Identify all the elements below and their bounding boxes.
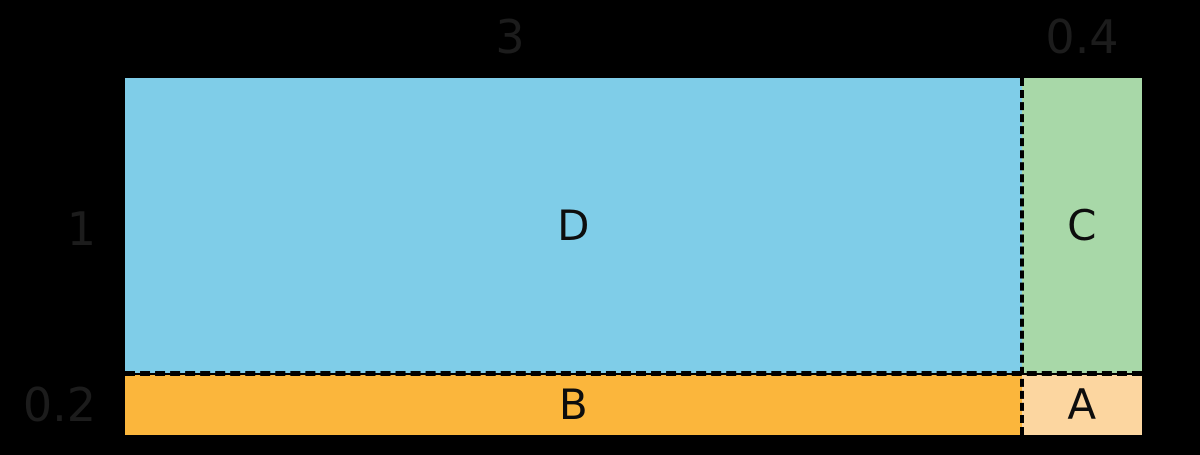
- region-label-A: A: [1067, 380, 1097, 429]
- region-top-right: C: [1022, 78, 1142, 373]
- region-top-left: D: [125, 78, 1022, 373]
- region-label-C: C: [1067, 200, 1097, 250]
- dimension-label-left-strip-height: 0.2: [22, 378, 96, 432]
- divider-vertical-dashed: [1020, 78, 1024, 435]
- region-bottom-left: B: [125, 375, 1022, 435]
- region-label-D: D: [557, 200, 590, 250]
- divider-horizontal-dashed: [125, 371, 1142, 376]
- dimension-label-top-right-width: 0.4: [1045, 10, 1119, 64]
- dimension-label-top-width: 3: [495, 10, 525, 64]
- region-label-B: B: [558, 380, 589, 429]
- region-bottom-right: A: [1022, 375, 1142, 435]
- dimension-label-left-height: 1: [66, 202, 96, 256]
